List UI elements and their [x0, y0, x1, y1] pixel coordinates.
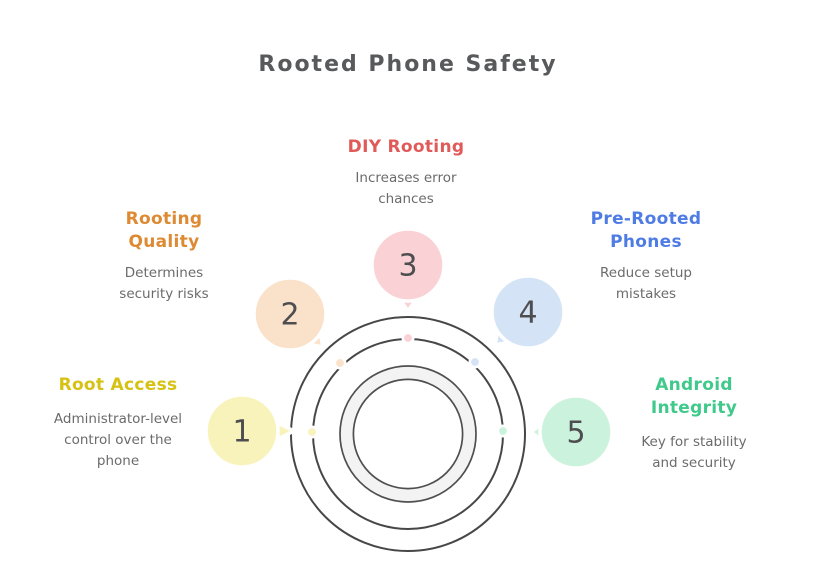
item-description: Administrator-level control over the pho… [53, 411, 183, 469]
item-group-root-access: Root Access Administrator-level control … [28, 374, 208, 472]
item-bubble-1: 1 [204, 393, 296, 469]
bubble-number: 1 [232, 415, 251, 450]
item-heading: Rooting Quality [125, 209, 203, 252]
bubble-circle [252, 276, 328, 352]
item-bubble-4: 4 [490, 274, 566, 350]
item-description: Increases error chances [355, 170, 457, 207]
item-bubble-2: 2 [252, 276, 328, 352]
center-ring-inner-edge [352, 378, 464, 490]
item-description: Determines security risks [119, 265, 209, 302]
item-group-android-integrity: Android Integrity Key for stability and … [604, 374, 784, 474]
bubble-number: 4 [518, 296, 537, 331]
center-ring [339, 365, 477, 503]
item-description: Reduce setup mistakes [600, 265, 692, 302]
item-group-pre-rooted-phones: Pre-Rooted Phones Reduce setup mistakes [556, 208, 736, 305]
bubble-circle [538, 394, 614, 470]
item-dot-4 [468, 355, 482, 369]
item-bubble-3: 3 [370, 227, 446, 313]
bubble-number: 3 [398, 249, 417, 284]
bubble-circle [370, 227, 446, 303]
item-heading: Pre-Rooted Phones [590, 209, 702, 252]
bubble-number: 2 [280, 298, 299, 333]
item-dot-1 [305, 425, 319, 439]
item-heading: Android Integrity [650, 375, 738, 418]
bubble-circle [490, 274, 566, 350]
item-group-diy-rooting: DIY Rooting Increases error chances [311, 136, 501, 210]
item-dot-3 [401, 331, 415, 345]
item-dot-5 [496, 424, 510, 438]
bubble-number: 5 [566, 416, 585, 451]
center-ring-outer-edge [339, 365, 477, 503]
item-bubble-5: 5 [529, 394, 614, 470]
item-heading: Root Access [58, 375, 178, 395]
bubble-circle [204, 393, 280, 469]
item-heading: DIY Rooting [347, 137, 465, 157]
page-title: Rooted Phone Safety [258, 52, 558, 77]
orbit-outer [290, 316, 526, 552]
item-group-rooting-quality: Rooting Quality Determines security risk… [74, 208, 254, 305]
item-dot-2 [333, 356, 347, 370]
item-description: Key for stability and security [641, 434, 747, 471]
